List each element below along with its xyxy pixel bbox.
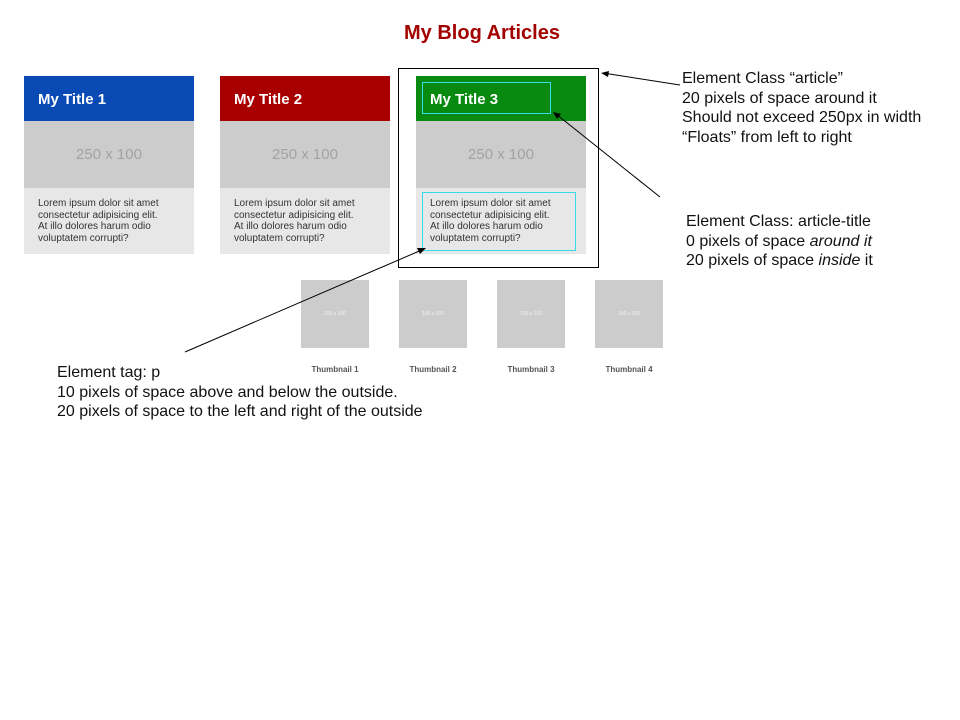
article-image-placeholder: 250 x 100 bbox=[220, 121, 390, 188]
article-arrowhead bbox=[601, 71, 609, 77]
article-title: My Title 2 bbox=[220, 76, 390, 121]
thumbnail-caption-3: Thumbnail 3 bbox=[507, 365, 555, 374]
thumbnail-caption-4: Thumbnail 4 bbox=[605, 365, 653, 374]
article-title-arrow bbox=[555, 113, 661, 198]
thumbnail-image-3: 100 x 100 bbox=[497, 280, 565, 348]
article-title-highlight bbox=[422, 82, 551, 114]
article-title-arrowhead bbox=[553, 112, 561, 119]
thumbnail-image-1: 100 x 100 bbox=[301, 280, 369, 348]
article-arrow bbox=[602, 72, 681, 86]
article-card-1: My Title 1 250 x 100 Lorem ipsum dolor s… bbox=[24, 76, 194, 254]
paragraph-arrow bbox=[184, 248, 425, 353]
thumbnail-caption-1: Thumbnail 1 bbox=[311, 365, 359, 374]
paragraph-arrowhead bbox=[417, 248, 426, 254]
article-card-2: My Title 2 250 x 100 Lorem ipsum dolor s… bbox=[220, 76, 390, 254]
article-class-note: Element Class “article” 20 pixels of spa… bbox=[682, 70, 922, 146]
paragraph-tag-note: Element tag: p 10 pixels of space above … bbox=[57, 364, 423, 420]
article-class-outline bbox=[398, 68, 599, 268]
article-title: My Title 1 bbox=[24, 76, 194, 121]
article-text: Lorem ipsum dolor sit amet consectetur a… bbox=[234, 198, 355, 244]
thumbnail-image-2: 100 x 100 bbox=[399, 280, 467, 348]
page-title: My Blog Articles bbox=[404, 22, 560, 44]
paragraph-highlight bbox=[422, 192, 576, 251]
article-title-note: Element Class: article-title 0 pixels of… bbox=[686, 213, 873, 269]
article-image-placeholder: 250 x 100 bbox=[24, 121, 194, 188]
article-card-3: My Title 3 250 x 100 Lorem ipsum dolor s… bbox=[416, 76, 586, 254]
article-text: Lorem ipsum dolor sit amet consectetur a… bbox=[430, 198, 551, 244]
article-image-placeholder: 250 x 100 bbox=[416, 121, 586, 188]
article-text: Lorem ipsum dolor sit amet consectetur a… bbox=[38, 198, 159, 244]
thumbnail-image-4: 100 x 100 bbox=[595, 280, 663, 348]
thumbnail-caption-2: Thumbnail 2 bbox=[409, 365, 457, 374]
